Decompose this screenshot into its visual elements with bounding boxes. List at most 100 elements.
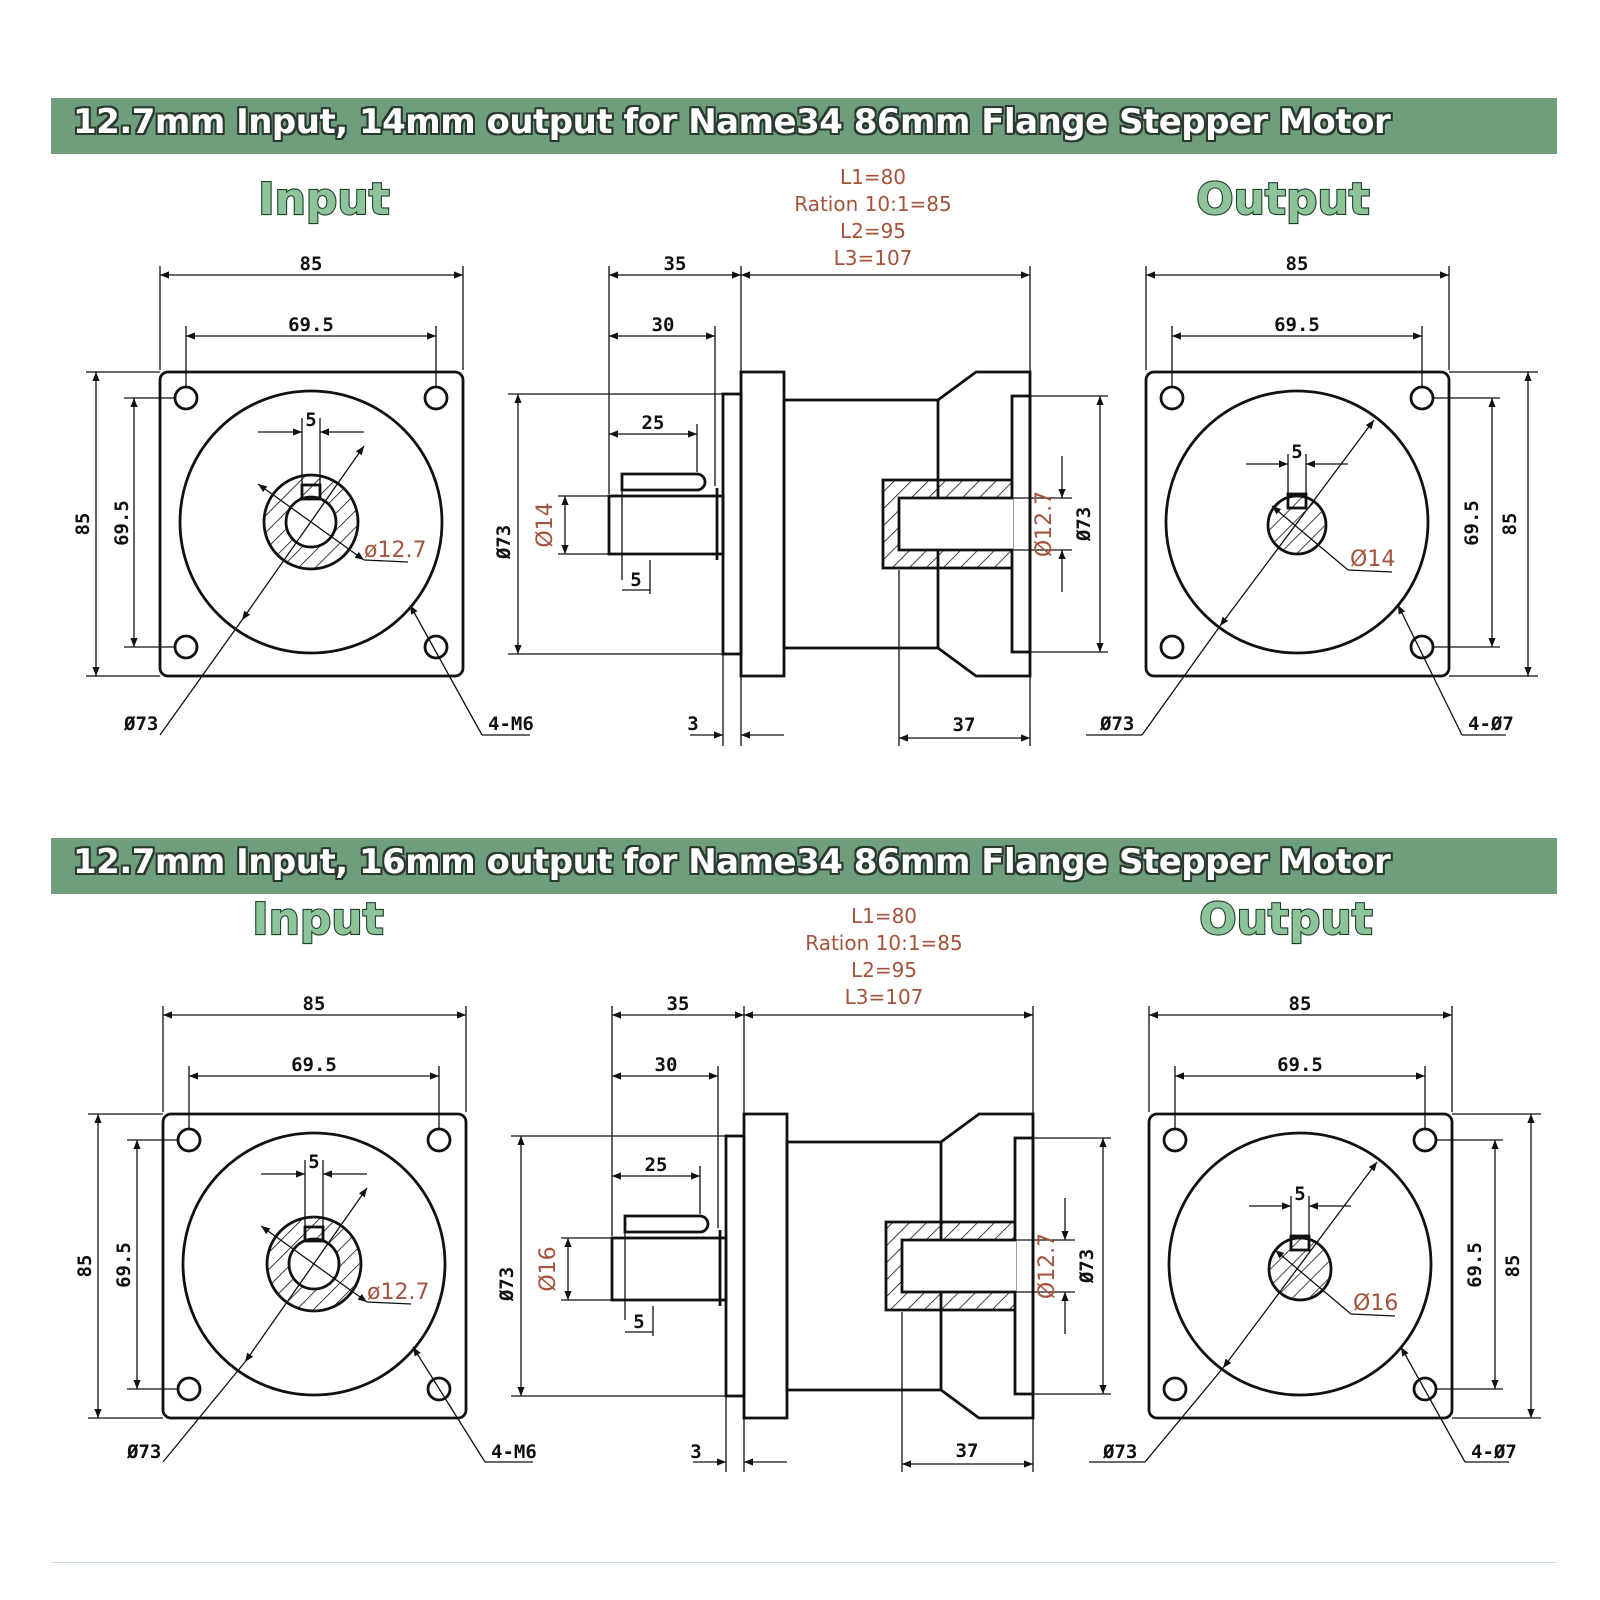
output-pilot-circle	[1167, 1131, 1433, 1397]
spec-l1: L1=80	[840, 165, 906, 189]
input-dim-height: 85	[72, 513, 94, 536]
input-dim-pilot: Ø73	[126, 1441, 161, 1463]
side-dim-bore: Ø12.7	[1032, 491, 1057, 557]
output-dim-width: 85	[1289, 993, 1312, 1015]
output-view-title: Output	[1196, 174, 1370, 225]
side-step-plate	[724, 1134, 746, 1398]
footer-divider	[51, 1562, 1557, 1563]
side-dim-pilot-r: Ø73	[1076, 1249, 1098, 1284]
input-front-view: 85 69.5 85 69.5 5 ø12.7 Ø73 4-M6	[74, 993, 537, 1463]
input-view-title: Input	[252, 894, 384, 945]
input-dim-bore: ø12.7	[367, 1280, 429, 1305]
output-dim-key: 5	[1294, 1183, 1305, 1205]
output-dim-height: 85	[1502, 1255, 1524, 1278]
output-mount-hole	[1409, 385, 1435, 411]
input-dim-holes: 4-M6	[488, 713, 534, 735]
input-view-title: Input	[258, 174, 390, 225]
side-dim-3: 3	[690, 1441, 701, 1463]
input-dim-key: 5	[305, 409, 316, 431]
output-dim-pilot: Ø73	[1099, 713, 1134, 735]
input-mount-hole	[176, 1127, 202, 1153]
side-output-pilot	[1010, 394, 1032, 654]
output-dim-hole-spacing-v: 69.5	[1464, 1242, 1486, 1288]
input-dim-height: 85	[74, 1255, 96, 1278]
spec-l3: L3=107	[834, 246, 913, 270]
input-dim-holes: 4-M6	[491, 1441, 537, 1463]
input-pilot-circle	[181, 1131, 447, 1397]
output-mount-hole	[1412, 1376, 1438, 1402]
side-dim-30: 30	[655, 1054, 678, 1076]
side-dim-37: 37	[953, 714, 976, 736]
side-dim-35: 35	[667, 993, 690, 1015]
output-pilot-circle	[1164, 389, 1430, 655]
output-mount-hole	[1409, 634, 1435, 660]
side-dim-25: 25	[642, 412, 665, 434]
input-mount-hole	[426, 1127, 452, 1153]
output-front-view: 85 69.5 69.5 85 5 Ø16 Ø73 4-Ø7	[1089, 993, 1541, 1463]
side-dim-bore: Ø12.7	[1035, 1233, 1060, 1299]
output-mount-hole	[1162, 1376, 1188, 1402]
side-output-pilot	[1013, 1136, 1035, 1396]
spec-l1: L1=80	[851, 904, 917, 928]
panel-2-banner: 12.7mm Input, 16mm output for Name34 86m…	[51, 838, 1557, 894]
output-flange-outline	[1144, 370, 1451, 678]
panel-2-banner-title: 12.7mm Input, 16mm output for Name34 86m…	[73, 842, 1391, 882]
output-flange-outline	[1147, 1112, 1454, 1420]
output-mount-hole	[1159, 385, 1185, 411]
input-mount-hole	[426, 1376, 452, 1402]
side-dim-25: 25	[645, 1154, 668, 1176]
input-dim-width: 85	[303, 993, 326, 1015]
input-dim-pilot: Ø73	[123, 713, 158, 735]
side-dim-pilot: Ø73	[496, 1267, 518, 1302]
output-dim-hole-spacing: 69.5	[1277, 1054, 1323, 1076]
spec-ratio: Ration 10:1=85	[794, 192, 952, 216]
spec-list: L1=80 Ration 10:1=85 L2=95 L3=107	[794, 165, 952, 270]
input-dim-key: 5	[308, 1151, 319, 1173]
output-dim-holes: 4-Ø7	[1471, 1441, 1517, 1463]
side-dim-shaft: Ø14	[533, 502, 558, 547]
output-front-view: 85 69.5 69.5 85 5 Ø14 Ø73 4-Ø7	[1086, 253, 1538, 736]
input-dim-hole-spacing-v: 69.5	[113, 1242, 135, 1288]
side-view: 35 30 25 Ø14 5 Ø73 Ø12.7 Ø73	[493, 253, 1108, 746]
spec-ratio: Ration 10:1=85	[805, 931, 963, 955]
output-mount-hole	[1162, 1127, 1188, 1153]
side-dim-35: 35	[664, 253, 687, 275]
output-view-title: Output	[1199, 894, 1373, 945]
input-dim-bore: ø12.7	[364, 538, 426, 563]
spec-l2: L2=95	[851, 958, 917, 982]
input-mount-hole	[176, 1376, 202, 1402]
panel-1-banner-title: 12.7mm Input, 14mm output for Name34 86m…	[73, 102, 1391, 142]
input-dim-hole-spacing: 69.5	[288, 314, 334, 336]
side-dim-key: 5	[630, 569, 641, 591]
input-mount-hole	[423, 385, 449, 411]
input-flange-outline	[161, 1112, 468, 1420]
side-step-plate	[721, 392, 743, 656]
side-flange	[742, 1112, 789, 1420]
spec-list: L1=80 Ration 10:1=85 L2=95 L3=107	[805, 904, 963, 1009]
output-dim-hole-spacing: 69.5	[1274, 314, 1320, 336]
side-dim-shaft: Ø16	[536, 1246, 561, 1291]
output-dim-holes: 4-Ø7	[1468, 713, 1514, 735]
side-dim-37: 37	[956, 1440, 979, 1462]
input-dim-hole-spacing: 69.5	[291, 1054, 337, 1076]
output-dim-width: 85	[1286, 253, 1309, 275]
output-dim-pilot: Ø73	[1102, 1441, 1137, 1463]
output-dim-shaft: Ø16	[1353, 1291, 1398, 1316]
output-dim-shaft: Ø14	[1350, 547, 1395, 572]
side-shaft-key	[620, 472, 707, 492]
output-dim-key: 5	[1291, 441, 1302, 463]
output-mount-hole	[1159, 634, 1185, 660]
side-input-shaft	[610, 1236, 728, 1302]
input-mount-hole	[423, 634, 449, 660]
side-dim-3: 3	[687, 713, 698, 735]
spec-l2: L2=95	[840, 219, 906, 243]
input-mount-hole	[173, 385, 199, 411]
input-pilot-circle	[178, 389, 444, 655]
output-dim-hole-spacing-v: 69.5	[1461, 500, 1483, 546]
side-dim-key: 5	[633, 1311, 644, 1333]
input-dim-width: 85	[300, 253, 323, 275]
side-dim-pilot-r: Ø73	[1073, 507, 1095, 542]
input-mount-hole	[173, 634, 199, 660]
input-front-view: 85 69.5 85 69.5 5 ø12.7 Ø73 4-M6	[72, 253, 534, 736]
side-dim-pilot: Ø73	[493, 525, 515, 560]
